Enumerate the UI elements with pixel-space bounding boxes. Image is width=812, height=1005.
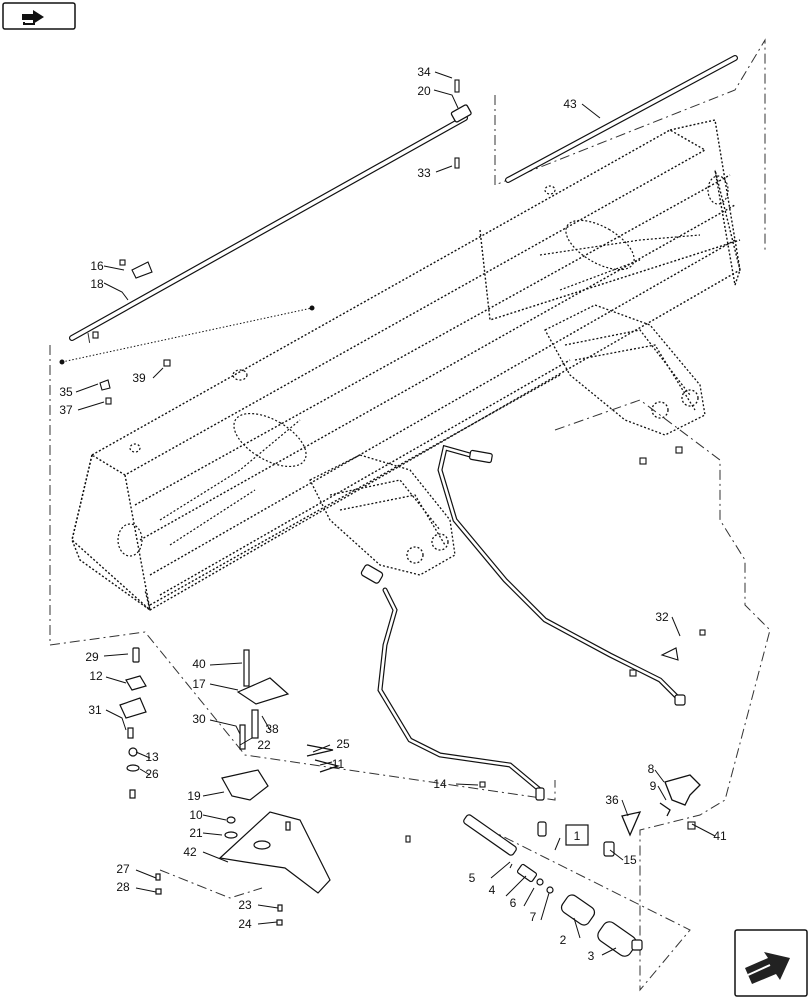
callout-11: 11 xyxy=(332,757,345,771)
callout-4: 4 xyxy=(489,883,496,897)
cylinder-assembly xyxy=(463,814,643,957)
callout-31: 31 xyxy=(88,703,102,717)
callout-10: 10 xyxy=(189,808,203,822)
coupler-20 xyxy=(450,104,472,123)
callout-8: 8 xyxy=(648,762,655,776)
mount-hardware-left xyxy=(119,647,147,799)
forward-nav-button[interactable] xyxy=(734,929,808,997)
callout-38: 38 xyxy=(265,722,279,736)
callout-19: 19 xyxy=(187,789,201,803)
callout-1: 1 xyxy=(574,829,581,843)
callout-32: 32 xyxy=(655,610,669,624)
callout-29: 29 xyxy=(85,650,99,664)
callout-3: 3 xyxy=(588,949,595,963)
callout-39: 39 xyxy=(132,371,146,385)
small-parts-top xyxy=(92,79,706,843)
frame-braces xyxy=(159,219,701,546)
callout-9: 9 xyxy=(650,779,657,793)
callout-7: 7 xyxy=(530,910,537,924)
callout-28: 28 xyxy=(116,880,130,894)
callout-21: 21 xyxy=(189,826,203,840)
callout-30: 30 xyxy=(192,712,206,726)
callout-37: 37 xyxy=(59,403,73,417)
callout-15: 15 xyxy=(623,853,637,867)
callout-20: 20 xyxy=(417,84,431,98)
header-frame-holes xyxy=(117,175,729,557)
rod-18 xyxy=(69,115,468,341)
callout-18: 18 xyxy=(90,277,104,291)
callout-17: 17 xyxy=(192,677,206,691)
callout-35: 35 xyxy=(59,385,73,399)
bracket-8 xyxy=(659,774,701,817)
callout-33: 33 xyxy=(417,166,431,180)
hydraulic-hose-b-core xyxy=(378,588,542,792)
arrow-forward-icon xyxy=(745,952,790,984)
arrow-back-icon xyxy=(22,10,44,25)
hydraulic-hose-b xyxy=(377,587,543,793)
callout-13: 13 xyxy=(145,750,159,764)
callout-34: 34 xyxy=(417,65,431,79)
assembly-boundaries xyxy=(49,38,771,992)
leader-lines xyxy=(75,71,716,956)
hydraulic-hose-a-core xyxy=(438,446,682,702)
callout-36: 36 xyxy=(605,793,619,807)
callout-2: 2 xyxy=(560,933,567,947)
callout-6: 6 xyxy=(510,896,517,910)
hose-fittings xyxy=(360,449,686,801)
callout-26: 26 xyxy=(145,767,159,781)
callout-16: 16 xyxy=(90,259,104,273)
callout-25: 25 xyxy=(336,737,350,751)
callout-24: 24 xyxy=(238,917,252,931)
callout-43: 43 xyxy=(563,97,577,111)
boxed-callout xyxy=(565,824,589,846)
callout-5: 5 xyxy=(469,871,476,885)
knife-drive-left xyxy=(309,454,456,576)
callout-40: 40 xyxy=(192,657,206,671)
back-nav-button[interactable] xyxy=(2,2,76,30)
callout-12: 12 xyxy=(89,669,103,683)
callout-14: 14 xyxy=(433,777,447,791)
callout-41: 41 xyxy=(713,829,727,843)
cable-39 xyxy=(59,305,315,365)
rod-43 xyxy=(505,55,738,183)
callout-23: 23 xyxy=(238,898,252,912)
callout-22: 22 xyxy=(257,738,271,752)
plate-36 xyxy=(621,811,642,837)
knife-drive-right xyxy=(544,304,706,436)
callout-42: 42 xyxy=(183,845,197,859)
callout-labels: 1234567891011121314151617181920212223242… xyxy=(59,65,727,963)
callout-27: 27 xyxy=(116,862,130,876)
hydraulic-hose-a xyxy=(437,444,683,703)
header-frame xyxy=(71,119,741,612)
mount-hardware-center xyxy=(155,649,341,926)
